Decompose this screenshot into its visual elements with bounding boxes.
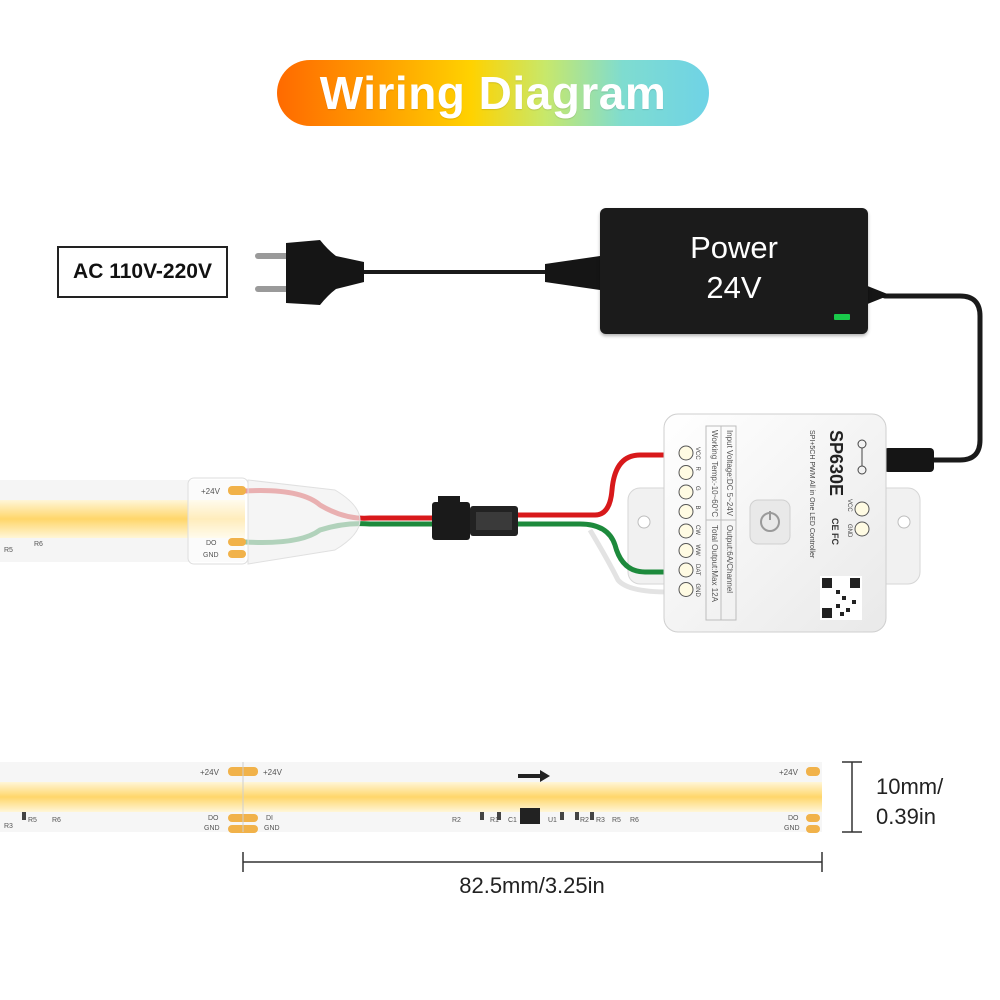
pad-gnd-top [228, 550, 246, 558]
pad-gnd-bottom-a-label: GND [204, 825, 220, 832]
green-wire-controller [515, 521, 668, 575]
pin-label-cw: CW [694, 525, 700, 535]
pin-label-g: G [694, 486, 700, 491]
dc-barrel-plug [884, 448, 934, 472]
height-dimension: 10mm/ 0.39in [876, 772, 943, 832]
r5-top-label: R5 [4, 547, 13, 554]
height-dimension-line [842, 761, 862, 833]
pad-do-top [228, 538, 246, 546]
pad-do-bottom-c-label: DO [788, 815, 799, 822]
length-dimension: 82.5mm/3.25in [459, 873, 605, 898]
power-pin-gnd-label: GND [846, 524, 852, 538]
pin-label-r: R [694, 467, 700, 472]
pad-plus24v-top-label: +24V [201, 487, 221, 496]
pad-plus24v-bottom-a-label: +24V [200, 768, 220, 777]
pin-label-gnd: GND [694, 584, 700, 598]
r3b-bottom-label: R3 [596, 817, 605, 824]
jst-connector [432, 496, 518, 540]
pad-gnd-top-label: GND [203, 552, 219, 559]
pad-do-top-label: DO [206, 540, 217, 547]
length-dimension-line [242, 852, 823, 872]
pad-gnd-bottom-b-label: GND [264, 825, 280, 832]
spec-output: Output:6A/Channel [725, 525, 734, 593]
smd-components [22, 812, 594, 820]
psu-input-strain-relief [545, 256, 600, 290]
spec-working-temp: Working Temp:-10~60°C [710, 430, 719, 517]
r3-bottom-label: R3 [4, 823, 13, 830]
title-banner: Wiring Diagram [277, 60, 709, 126]
r2-bottom-label: R2 [452, 817, 461, 824]
c1-bottom-label: C1 [508, 817, 517, 824]
height-in: 0.39in [876, 804, 936, 829]
r5-bottom-label: R5 [28, 817, 37, 824]
pad-gnd-bottom-c [806, 825, 820, 833]
pin-label-dat: DAT [694, 564, 700, 576]
spec-input-voltage: Input Voltage:DC 5~24V [725, 430, 734, 517]
controller-model: SP630E [826, 430, 846, 496]
controller-power-button[interactable] [749, 499, 791, 545]
dc-jack-symbol-icon [857, 439, 867, 475]
pad-plus24v-top [228, 486, 246, 495]
height-mm: 10mm/ [876, 774, 944, 799]
power-supply-24v: Power 24V [600, 208, 868, 334]
power-pin-vcc [854, 501, 870, 517]
ic-chip [520, 808, 540, 824]
qr-code [820, 576, 862, 620]
diagram-title: Wiring Diagram [319, 67, 667, 119]
u1-bottom-label: U1 [548, 817, 557, 824]
pin-label-vcc: VCC [694, 447, 700, 460]
pin-label-b: B [694, 506, 700, 510]
power-pin-gnd [854, 521, 870, 537]
psu-output-strain-relief [865, 285, 890, 305]
pin-terminal-gnd [678, 582, 694, 597]
r6-top-label: R6 [34, 541, 43, 548]
direction-arrow-icon [518, 770, 550, 782]
spec-total-output: Total Output:Max 12A [710, 525, 719, 603]
controller-pin-terminals: VCC R G B CW WW DAT GND [678, 445, 700, 598]
controller-subtitle: SPI+5CH PWM All in One LED Controller [808, 430, 815, 559]
pad-di-bottom-label: DI [266, 815, 273, 822]
pin-terminal-cw [678, 523, 694, 539]
psu-label-voltage: 24V [706, 270, 762, 305]
psu-label-power: Power [690, 230, 778, 265]
pad-plus24v-bottom-c-label: +24V [779, 768, 799, 777]
r2b-bottom-label: R2 [580, 817, 589, 824]
pad-do-bottom-c [806, 814, 820, 822]
pin-terminal-dat [678, 562, 694, 578]
pin-terminal-ww [678, 543, 694, 558]
pad-plus24v-bottom-b-label: +24V [263, 768, 283, 777]
led-strip-bottom-glow [0, 782, 822, 812]
pad-gnd-bottom-c-label: GND [784, 825, 800, 832]
connector-housing [247, 479, 361, 565]
pad-do-bottom-a-label: DO [208, 815, 219, 822]
r1-bottom-label: R1 [490, 817, 499, 824]
psu-indicator-led [834, 314, 850, 320]
r6b-bottom-label: R6 [630, 817, 639, 824]
dc-output-cable [864, 287, 983, 463]
pin-terminal-vcc [678, 445, 694, 461]
r5b-bottom-label: R5 [612, 817, 621, 824]
r6-bottom-label: R6 [52, 817, 61, 824]
certification-marks: CE FC [830, 518, 840, 546]
ac-input-label: AC 110V-220V [57, 246, 228, 298]
pin-terminal-r [678, 465, 694, 480]
white-wire-controller [587, 528, 669, 595]
pin-label-ww: WW [694, 545, 700, 557]
pin-terminal-b [678, 504, 694, 519]
power-pin-vcc-label: VCC [846, 499, 852, 512]
pin-terminal-g [678, 484, 694, 500]
eu-plug-icon [255, 240, 364, 305]
red-wire-controller [515, 452, 668, 518]
pad-plus24v-bottom-c [806, 767, 820, 776]
